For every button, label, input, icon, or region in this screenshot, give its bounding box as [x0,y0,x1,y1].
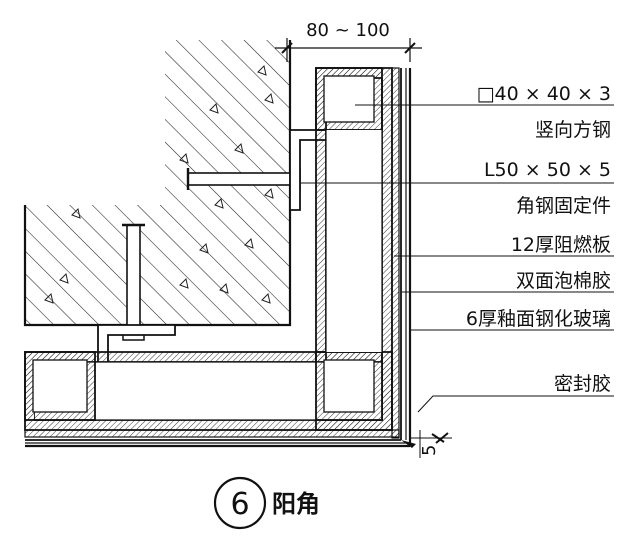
leader-lines [300,104,614,413]
label-tube-size: □40 × 40 × 3 [477,83,611,105]
detail-title: 6 阳角 [213,476,320,530]
detail-number-circle [213,476,267,530]
label-angle-name: 角钢固定件 [516,195,611,217]
cladding-layers-vertical [391,67,412,446]
cladding-layers-horizontal [24,429,410,448]
detail-title-text: 阳角 [272,490,320,518]
label-angle-size: L50 × 50 × 5 [484,159,611,181]
square-tube-corner [315,351,383,421]
dimension-top: 80 ~ 100 [275,20,422,62]
label-sealant: 密封胶 [554,373,611,395]
label-fire-board: 12厚阻燃板 [511,234,611,256]
tube-void [326,130,382,352]
sealant-joint [401,440,416,448]
dimension-bottom: 5 [410,430,452,458]
square-tube-top [315,67,383,131]
label-glass: 6厚釉面钢化玻璃 [466,308,611,330]
dimension-bottom-text: 5 [419,445,440,456]
detail-number: 6 [230,487,249,522]
square-tube-bottom-left [24,351,96,421]
label-foam-tape: 双面泡棉胶 [516,270,611,292]
dimension-top-text: 80 ~ 100 [306,20,390,41]
label-tube-name: 竖向方钢 [535,119,611,141]
annotation-labels: □40 × 40 × 3 竖向方钢 L50 × 50 × 5 角钢固定件 12厚… [466,83,611,395]
